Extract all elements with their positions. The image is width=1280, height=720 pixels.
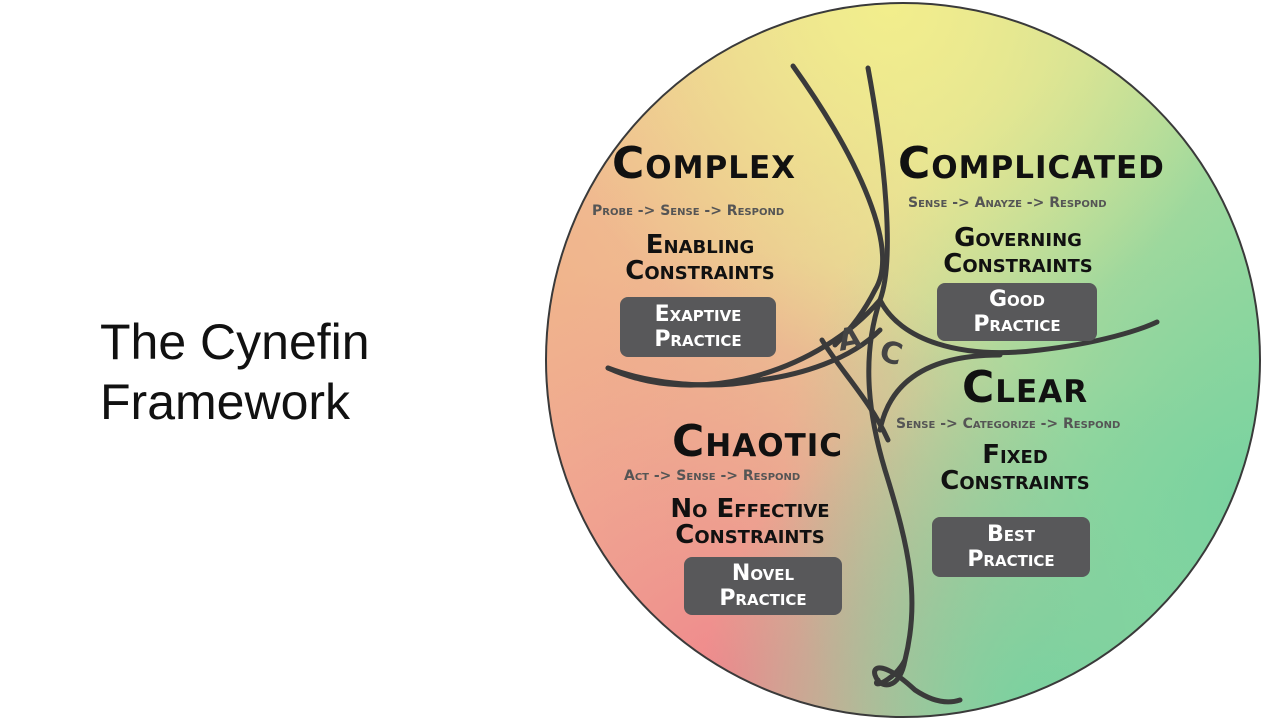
complicated-constraints: Governing Constraints [928, 225, 1108, 277]
boundary-complicated-bottom [877, 297, 1160, 355]
boundary-chaotic-top [757, 327, 883, 383]
complicated-practice-line1: Good [988, 287, 1045, 312]
complicated-practice-box: Good Practice [937, 283, 1097, 341]
cynefin-circle [545, 2, 1261, 718]
complicated-steps: Sense -> Anayze -> Respond [908, 195, 1107, 211]
clear-practice-line2: Practice [967, 547, 1055, 572]
complex-practice-line1: Exaptive [654, 302, 742, 327]
complicated-title: Complicated [898, 138, 1165, 189]
complex-constraints-line2: Constraints [625, 256, 775, 286]
boundary-left-vertical [790, 63, 885, 348]
chaotic-practice-line2: Practice [719, 586, 807, 611]
complicated-constraints-line1: Governing [954, 223, 1082, 253]
boundary-complex-hook [605, 365, 763, 388]
clear-constraints-line2: Constraints [940, 466, 1090, 496]
chaotic-constraints-line1: No Effective [670, 494, 830, 524]
complex-practice-box: Exaptive Practice [620, 297, 776, 357]
complicated-constraints-line2: Constraints [943, 249, 1093, 279]
clear-title: Clear [962, 362, 1089, 413]
complex-steps: Probe -> Sense -> Respond [592, 203, 785, 219]
boundary-bottom-tail [872, 657, 963, 705]
complex-constraints-line1: Enabling [645, 230, 755, 260]
boundary-center-left [819, 337, 891, 443]
chaotic-practice-line1: Novel [731, 561, 795, 586]
chaotic-constraints: No Effective Constraints [652, 496, 848, 548]
complex-title: Complex [612, 138, 797, 189]
clear-practice-line1: Best [986, 522, 1036, 547]
title-line-1: The Cynefin [100, 314, 370, 370]
boundary-clear-top [877, 352, 1003, 433]
chaotic-constraints-line2: Constraints [675, 520, 825, 550]
clear-steps: Sense -> Categorize -> Respond [896, 416, 1121, 432]
chaotic-title: Chaotic [672, 416, 844, 467]
complex-constraints: Enabling Constraints [610, 232, 790, 284]
clear-constraints-line1: Fixed [982, 440, 1048, 470]
slide-title: The Cynefin Framework [100, 312, 400, 432]
chaotic-practice-box: Novel Practice [684, 557, 842, 615]
complicated-practice-line2: Practice [973, 312, 1061, 337]
clear-practice-box: Best Practice [932, 517, 1090, 577]
complex-practice-line2: Practice [654, 327, 742, 352]
clear-constraints: Fixed Constraints [920, 442, 1110, 494]
title-line-2: Framework [100, 374, 351, 430]
chaotic-steps: Act -> Sense -> Respond [624, 468, 801, 484]
